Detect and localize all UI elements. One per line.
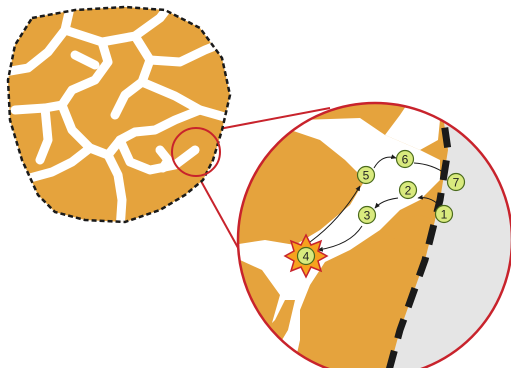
path-node-2: 2 — [400, 182, 417, 199]
path-node-1: 1 — [436, 206, 453, 223]
tile-overview — [0, 0, 240, 230]
node-label: 2 — [405, 184, 412, 198]
node-label: 7 — [453, 176, 460, 190]
path-node-4: 4 — [298, 248, 315, 265]
zoom-lens — [230, 95, 511, 368]
path-node-5: 5 — [358, 167, 375, 184]
node-label: 5 — [363, 169, 370, 183]
path-node-6: 6 — [397, 151, 414, 168]
node-label: 4 — [303, 250, 310, 264]
path-node-3: 3 — [359, 207, 376, 224]
node-label: 6 — [402, 153, 409, 167]
node-label: 3 — [364, 209, 371, 223]
node-label: 1 — [441, 208, 448, 222]
path-node-7: 7 — [448, 174, 465, 191]
